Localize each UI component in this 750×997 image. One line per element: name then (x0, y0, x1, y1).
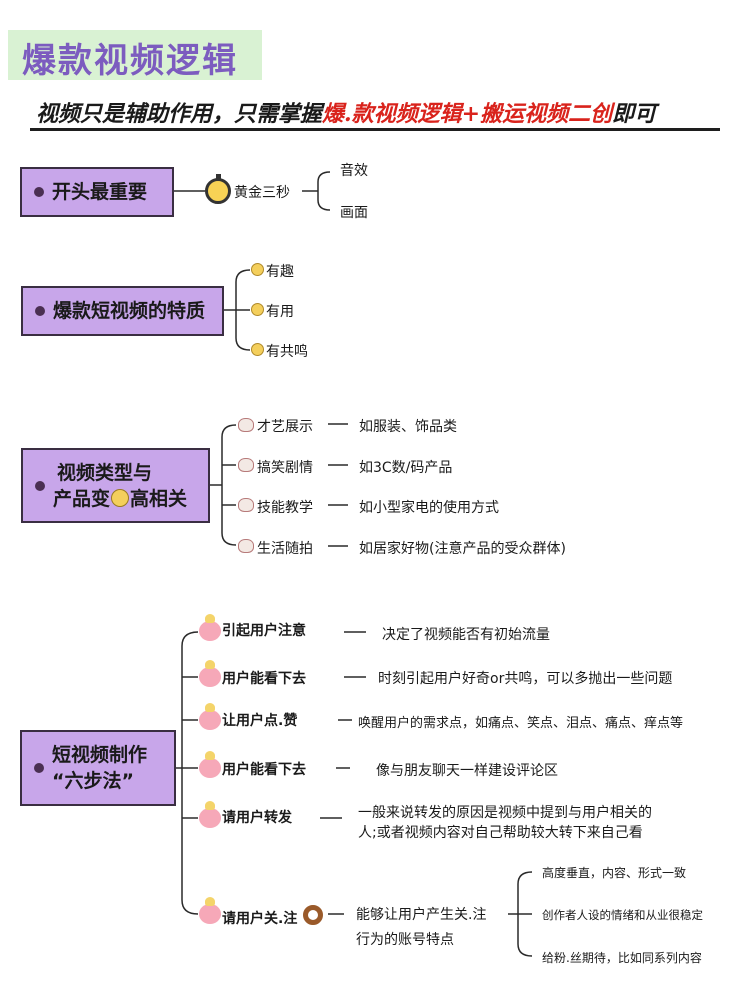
desc-share-line1: 一般来说转发的原因是视频中提到与用户相关的 (358, 805, 652, 821)
pig-icon (199, 801, 221, 828)
node-useful: 有用 (266, 304, 294, 320)
pig-icon (199, 751, 221, 778)
node-life-snapshots: 生活随拍 (257, 541, 313, 557)
step-attract-attention: 引起用户注意 (222, 623, 306, 639)
subtitle: 视频只是辅助作用，只需掌握爆.款视频逻辑+搬运视频二创即可 (36, 96, 656, 128)
box-label-line2: 产品变高相关 (53, 486, 187, 512)
brain-bullet-icon (35, 480, 45, 491)
box-label-line2: “六步法” (52, 770, 134, 792)
pig-icon (199, 703, 221, 730)
node-talent-show: 才艺展示 (257, 419, 313, 435)
step-ask-follow: 请用户关.注 (222, 911, 298, 927)
page-title: 爆款视频逻辑 (22, 41, 238, 81)
desc-share-line2: 人;或者视频内容对自己帮助较大转下来自己看 (358, 825, 643, 841)
brain-bullet-icon (35, 306, 45, 316)
node-skill-teaching: 技能教学 (257, 500, 313, 516)
desc-get-likes: 唤醒用户的需求点，如痛点、笑点、泪点、痛点、痒点等 (358, 716, 684, 731)
brain-bullet-icon (34, 187, 44, 197)
sub-item-expectation: 给粉.丝期待，比如同系列内容 (542, 951, 702, 965)
box-label-group: 短视频制作 “六步法” (52, 742, 147, 794)
subtitle-suffix: 即可 (612, 101, 657, 127)
desc-skill-teaching: 如小型家电的使用方式 (359, 500, 499, 516)
node-golden-three-seconds: 黄金三秒 (234, 185, 290, 201)
cat-face-icon (238, 458, 254, 472)
box-six-steps: 短视频制作 “六步法” (20, 730, 176, 806)
box-label: 开头最重要 (52, 181, 148, 203)
gold-coin-icon (111, 488, 130, 507)
step-keep-watching-2: 用户能看下去 (222, 762, 306, 778)
title-banner (8, 30, 262, 80)
stopwatch-icon (205, 178, 231, 204)
desc-funny-plot: 如3C数/码产品 (359, 460, 453, 476)
step-get-likes: 让用户点.赞 (222, 713, 298, 729)
box-label: 爆款短视频的特质 (53, 300, 206, 322)
box-label-line2-b: 高相关 (130, 487, 188, 510)
gold-coin-icon (251, 263, 264, 276)
pig-icon (199, 660, 221, 687)
desc-keep-watching: 时刻引起用户好奇or共鸣，可以多抛出一些问题 (378, 671, 673, 687)
brain-bullet-icon (34, 763, 44, 773)
pig-icon (199, 897, 221, 924)
cat-face-icon (238, 539, 254, 553)
cat-face-icon (238, 498, 254, 512)
box-label-group: 视频类型与 产品变高相关 (53, 460, 187, 512)
desc-follow-line2: 行为的账号特点 (356, 932, 454, 948)
box-label-line2-a: 产品变 (53, 487, 111, 510)
pig-icon (199, 614, 221, 641)
desc-follow-line1: 能够让用户产生关.注 (356, 907, 487, 923)
desc-attract-attention: 决定了视频能否有初始流量 (382, 627, 550, 643)
gold-coin-icon (251, 303, 264, 316)
sub-item-persona: 创作者人设的情绪和从业很稳定 (542, 908, 703, 922)
subtitle-highlight: 爆.款视频逻辑+搬运视频二创 (322, 101, 613, 127)
sub-item-vertical: 高度垂直，内容、形式一致 (542, 866, 687, 880)
stopwatch-top-icon (216, 174, 221, 179)
desc-comment-area: 像与朋友聊天一样建设评论区 (376, 763, 558, 779)
node-resonance: 有共鸣 (266, 344, 308, 360)
gold-coin-icon (251, 343, 264, 356)
box-label-line1: 短视频制作 (52, 744, 148, 766)
box-video-types: 视频类型与 产品变高相关 (21, 448, 210, 523)
node-picture: 画面 (340, 205, 368, 221)
box-hot-video-traits: 爆款短视频的特质 (21, 286, 224, 336)
cat-face-icon (238, 418, 254, 432)
desc-talent-show: 如服装、饰品类 (359, 419, 457, 435)
box-label-line1: 视频类型与 (57, 461, 153, 484)
subtitle-underline (30, 128, 720, 131)
node-fun: 有趣 (266, 264, 294, 280)
box-opening-important: 开头最重要 (20, 167, 174, 217)
node-funny-plot: 搞笑剧情 (257, 460, 313, 476)
step-ask-share: 请用户转发 (222, 810, 292, 826)
step-keep-watching: 用户能看下去 (222, 671, 306, 687)
donut-icon (303, 905, 323, 925)
desc-life-snapshots: 如居家好物(注意产品的受众群体) (359, 541, 566, 557)
subtitle-prefix: 视频只是辅助作用，只需掌握 (36, 101, 323, 127)
node-sound-effect: 音效 (340, 163, 368, 179)
